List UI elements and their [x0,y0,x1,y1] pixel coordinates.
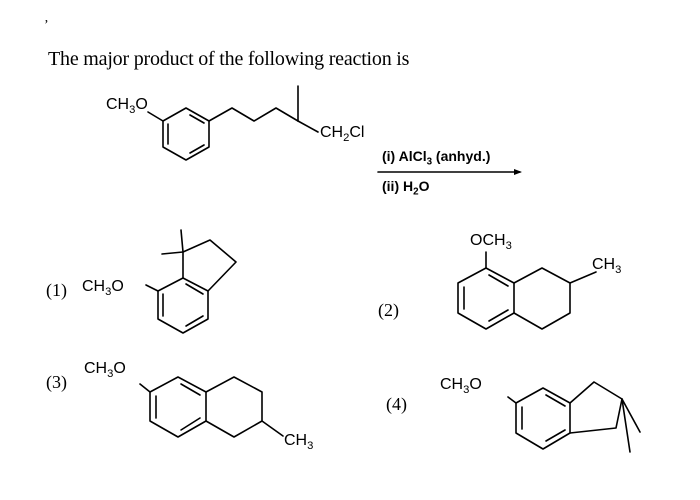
option-2-ch3-label: CH3 [592,256,622,276]
option-2-och3-label: OCH3 [470,232,512,252]
corner-mark: ʼ [44,18,49,33]
option-1-och3-label: CH3O [82,278,124,298]
reactant-ch2cl-label: CH2Cl [320,124,365,144]
option-2-structure [457,251,597,330]
condition-step-1: (i) AlCl3 (anhyd.) [382,148,491,168]
option-4-label: (4) [386,394,407,414]
reactant-och3-label: CH3O [106,96,148,116]
condition-step-2: (ii) H2O [382,178,430,198]
option-4-structure [507,381,641,453]
reactant-structure [147,85,319,161]
option-3-label: (3) [46,372,67,392]
option-3-och3-label: CH3O [84,360,126,380]
question-text: The major product of the following react… [48,48,410,70]
option-3-ch3-label: CH3 [284,432,314,452]
option-2-label: (2) [378,300,399,320]
option-1-structure [145,229,237,334]
option-3-structure [139,376,284,438]
option-1-label: (1) [46,280,67,300]
option-4-och3-label: CH3O [440,376,482,396]
